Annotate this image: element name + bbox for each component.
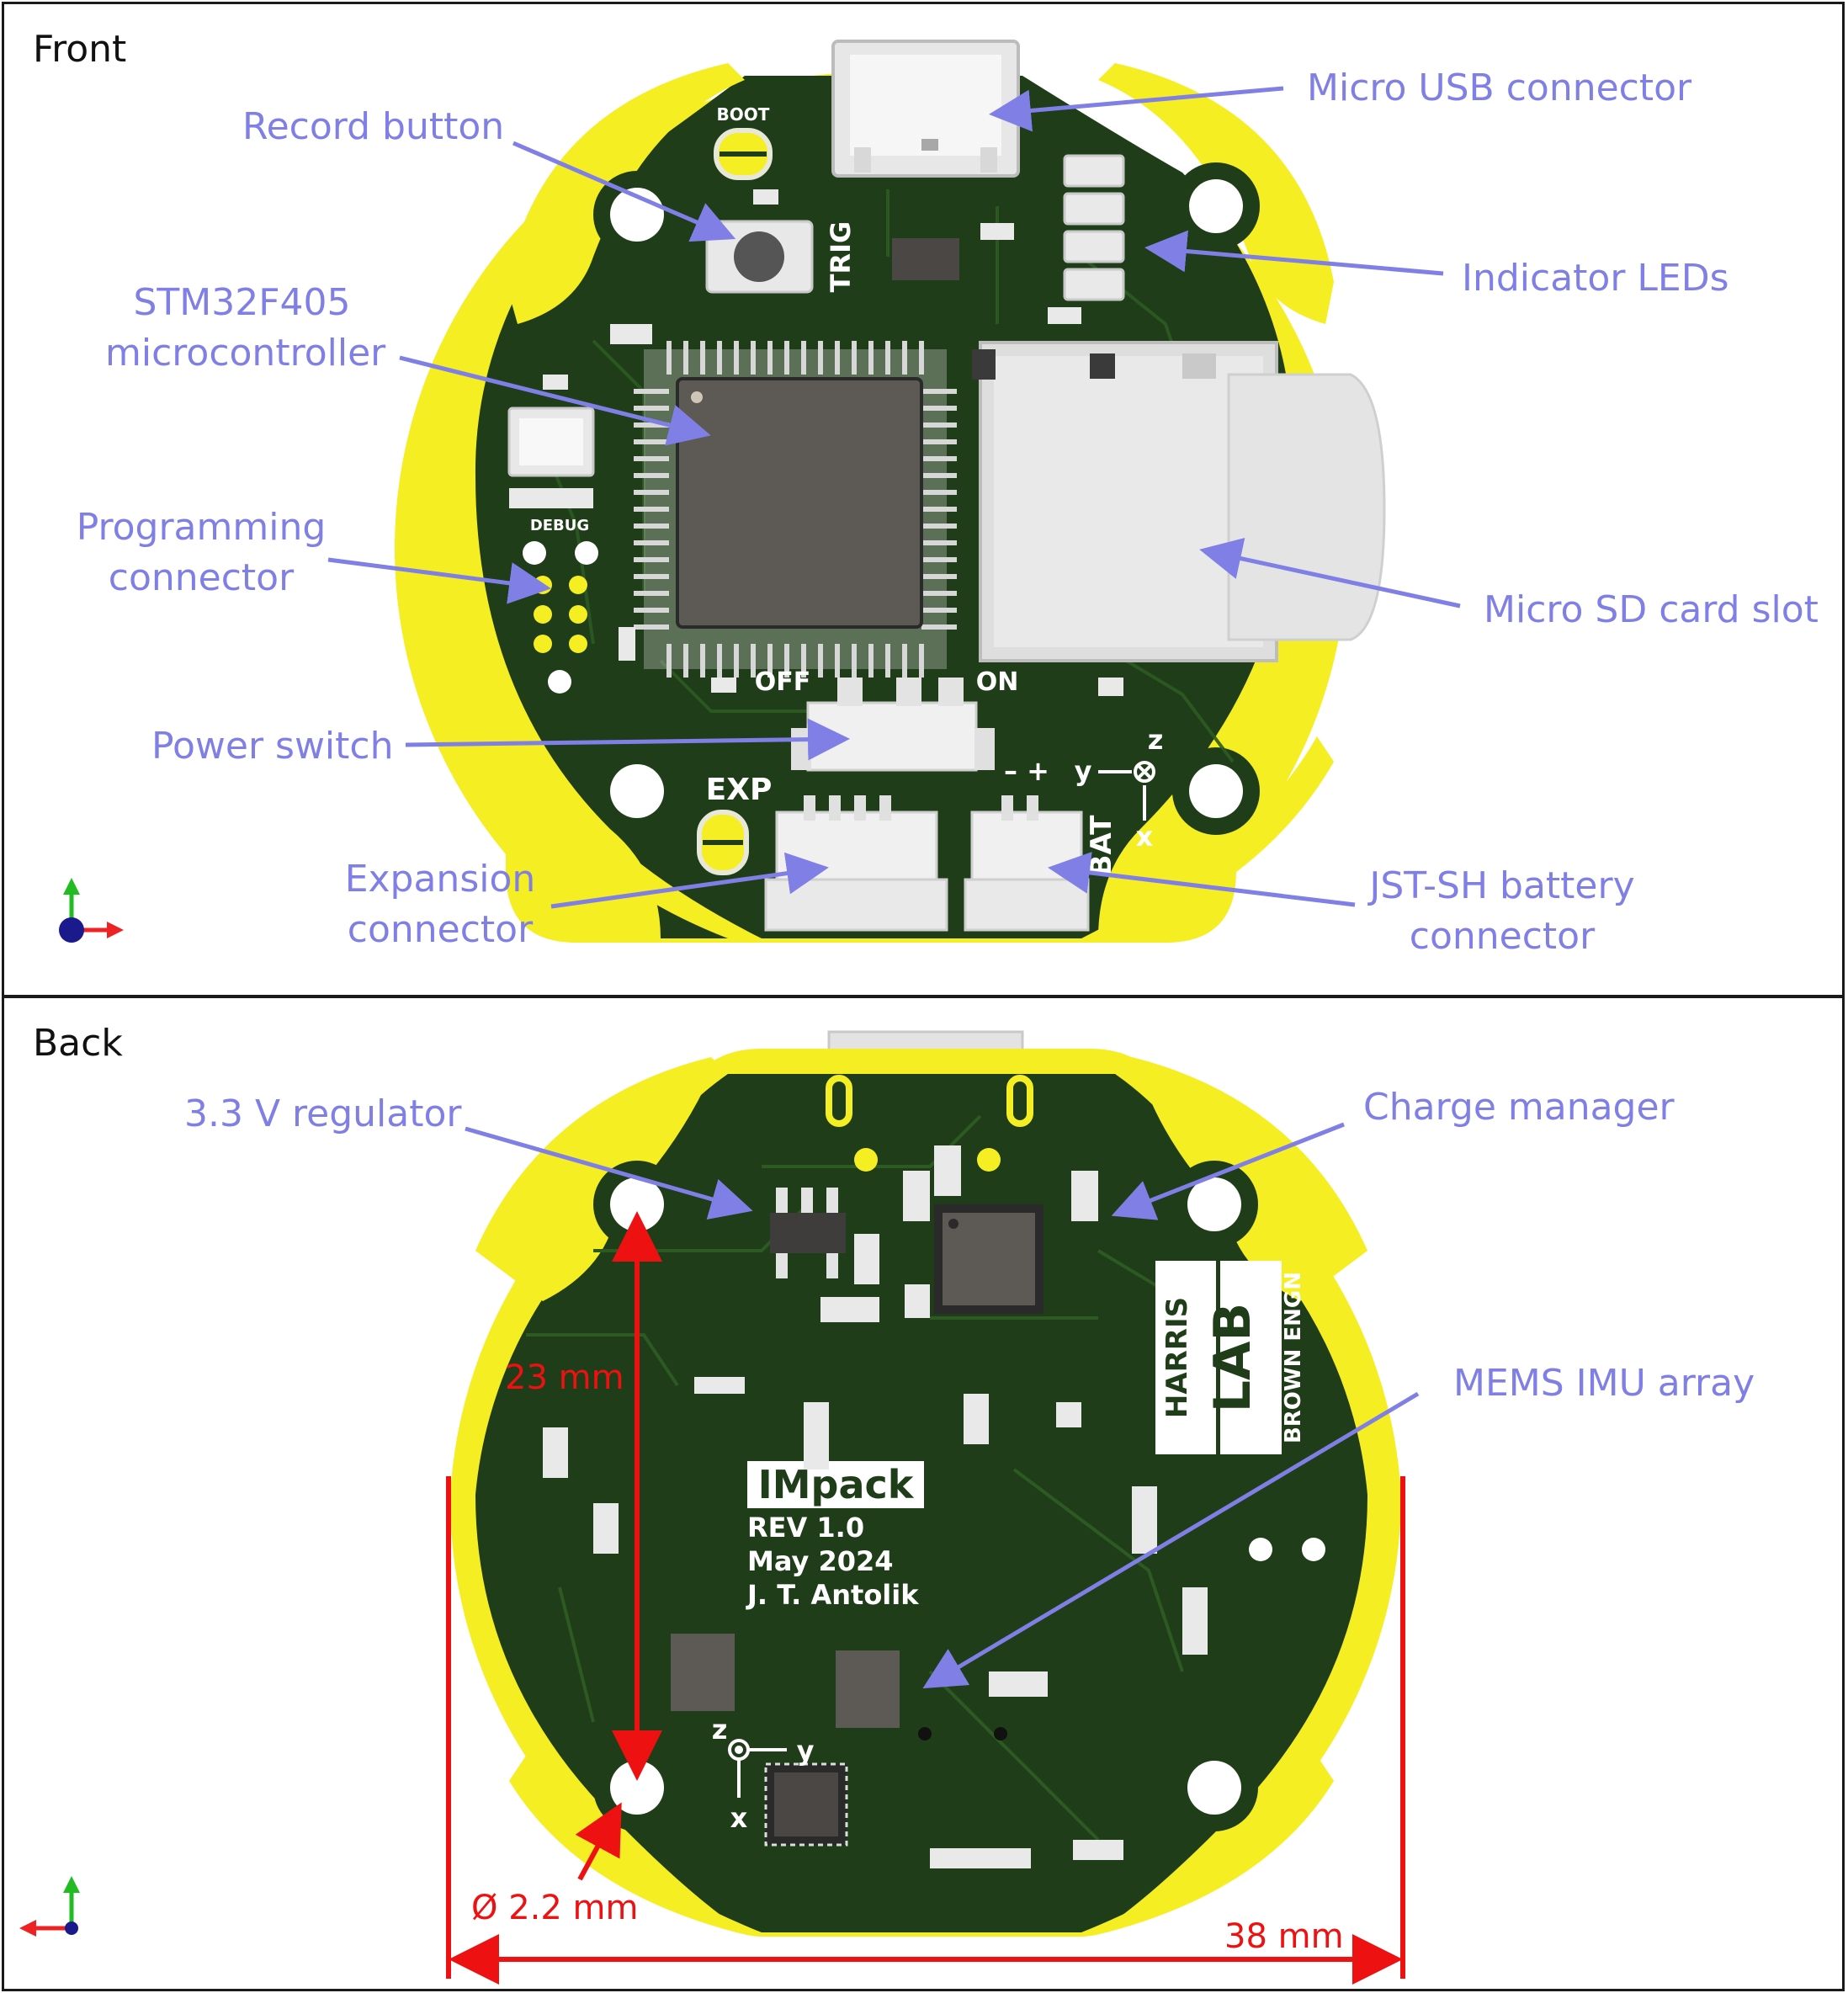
micro-usb-connector <box>831 40 1020 178</box>
back-panel-title: Back <box>33 1022 123 1065</box>
label-battery-line2: connector <box>1409 915 1596 958</box>
front-pcb: BOOT TRIG <box>395 40 1386 943</box>
label-charge-manager: Charge manager <box>1363 1086 1675 1129</box>
label-regulator: 3.3 V regulator <box>184 1092 462 1135</box>
stm32f405-chip <box>634 341 957 678</box>
board-author: J. T. Antolik <box>746 1579 919 1611</box>
label-imu-array: MEMS IMU array <box>1453 1362 1755 1405</box>
silk-axis-y-back: y <box>797 1735 815 1767</box>
silk-on: ON <box>976 667 1019 697</box>
silk-bat: BAT <box>1085 815 1118 877</box>
front-panel: Front <box>2 2 1845 997</box>
silk-axis-z-back: z <box>712 1714 728 1746</box>
silk-boot: BOOT <box>717 104 770 125</box>
battery-connector <box>964 795 1090 932</box>
back-panel: Back <box>2 996 1845 1991</box>
silk-axis-y-front: y <box>1075 755 1092 787</box>
front-board-drawing: BOOT TRIG <box>59 40 1461 943</box>
label-programming: Programming connector <box>75 502 327 603</box>
logo-lab: LAB <box>1203 1303 1262 1412</box>
front-imu-axes <box>1098 761 1155 821</box>
label-battery: JST-SH battery connector <box>1363 861 1641 962</box>
dim-hole-spacing: 23 mm <box>505 1358 624 1397</box>
silk-debug: DEBUG <box>530 517 589 534</box>
front-axis-triad <box>59 878 124 943</box>
label-programming-line2: connector <box>108 556 295 599</box>
board-name: IMpack <box>758 1462 915 1507</box>
label-programming-line1: Programming <box>76 506 327 549</box>
back-pcb: HARRIS LAB BROWN ENGN IMpack REV 1.0 May… <box>449 1030 1402 1937</box>
logo-brown: BROWN ENGN <box>1281 1272 1306 1443</box>
harris-lab-logo: HARRIS LAB BROWN ENGN <box>1155 1261 1306 1454</box>
board-rev: REV 1.0 <box>747 1512 864 1544</box>
back-board-drawing: HARRIS LAB BROWN ENGN IMpack REV 1.0 May… <box>19 1030 1420 1985</box>
back-axis-triad <box>19 1876 80 1937</box>
imu-chips <box>671 1634 900 1847</box>
label-expansion: Expansion connector <box>339 854 541 955</box>
silk-trig: TRIG <box>825 221 857 293</box>
charge-manager-chip <box>934 1204 1043 1314</box>
regulator-chip <box>770 1188 846 1278</box>
silk-axis-x-back: x <box>730 1802 748 1834</box>
label-power-switch: Power switch <box>151 725 394 768</box>
label-record-button: Record button <box>242 105 505 148</box>
dim-hole-diameter: Ø 2.2 mm <box>471 1889 639 1927</box>
power-switch <box>791 678 995 772</box>
silk-axis-z-front: z <box>1148 724 1164 756</box>
label-indicator-leds: Indicator LEDs <box>1462 257 1729 300</box>
silk-axis-x-front: x <box>1136 821 1154 853</box>
label-mcu-line2: microcontroller <box>105 332 386 375</box>
label-mcu: STM32F405 microcontroller <box>105 278 386 379</box>
back-callout-arrows <box>465 1122 1420 1689</box>
dim-board-width: 38 mm <box>1224 1917 1344 1956</box>
back-imu-axes <box>728 1739 787 1798</box>
silk-off: OFF <box>755 667 811 697</box>
label-micro-sd: Micro SD card slot <box>1484 588 1819 631</box>
silk-polarity: – + <box>1004 755 1049 787</box>
label-mcu-line1: STM32F405 <box>133 281 351 324</box>
indicator-leds <box>1063 154 1125 301</box>
board-date: May 2024 <box>747 1545 894 1577</box>
label-expansion-line1: Expansion <box>344 858 536 901</box>
dimension-lines <box>446 1211 1405 1985</box>
front-callout-arrows <box>327 86 1461 909</box>
mounting-holes <box>593 162 1260 835</box>
logo-harris: HARRIS <box>1160 1297 1194 1418</box>
silk-exp: EXP <box>706 773 773 807</box>
label-micro-usb: Micro USB connector <box>1307 66 1692 109</box>
programming-connector: DEBUG <box>523 517 598 694</box>
expansion-connector <box>764 795 948 932</box>
front-panel-title: Front <box>33 28 127 71</box>
label-expansion-line2: connector <box>347 908 534 951</box>
label-battery-line1: JST-SH battery <box>1369 864 1635 907</box>
micro-sd-slot <box>972 341 1386 662</box>
